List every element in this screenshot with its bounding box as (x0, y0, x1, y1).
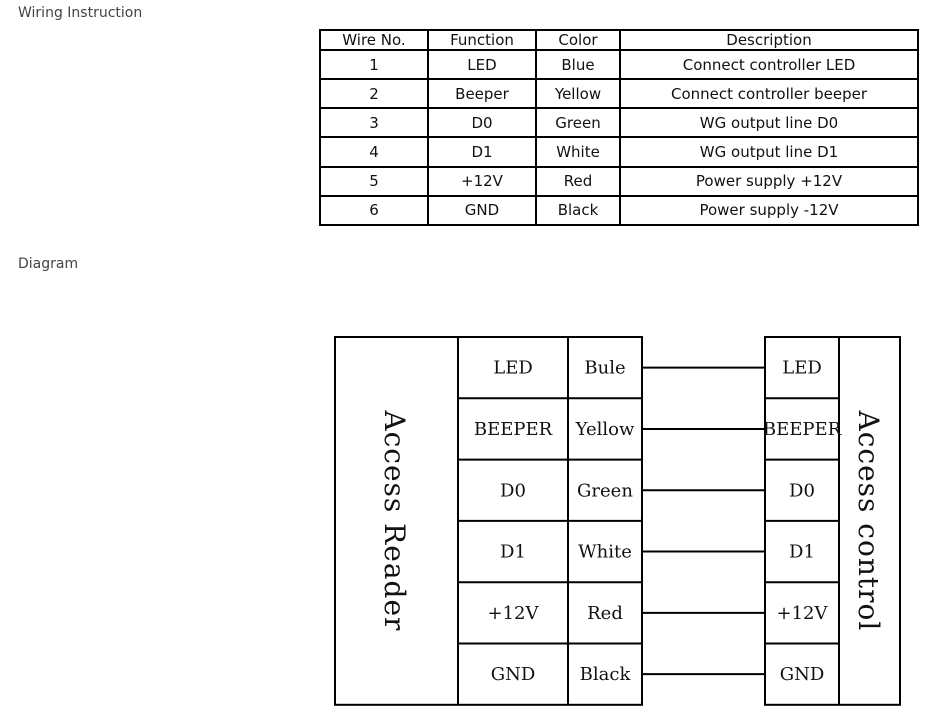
cell-wire-no: 4 (319, 136, 429, 168)
cell-function: GND (427, 194, 537, 227)
cell-function: D1 (427, 136, 537, 168)
cell-description: Power supply +12V (619, 165, 919, 197)
wire-color-label: White (578, 542, 632, 563)
table-row: 2 Beeper Yellow Connect controller beepe… (319, 78, 919, 110)
reader-function-label: +12V (488, 603, 540, 624)
cell-function: +12V (427, 165, 537, 197)
table-row: 4 D1 White WG output line D1 (319, 136, 919, 168)
access-reader-label: Access Reader (378, 409, 411, 631)
cell-description: Connect controller beeper (619, 78, 919, 110)
reader-function-label: D1 (500, 542, 526, 563)
header-wire-no: Wire No. (319, 29, 429, 51)
wire-color-label: Red (587, 603, 623, 624)
controller-terminal-label: GND (780, 664, 825, 685)
cell-color: Green (535, 107, 621, 139)
cell-description: Power supply -12V (619, 194, 919, 227)
table-row: 3 D0 Green WG output line D0 (319, 107, 919, 139)
cell-color: Yellow (535, 78, 621, 110)
controller-terminal-label: BEEPER (763, 419, 842, 440)
wire-color-label: Yellow (575, 419, 635, 440)
cell-color: Blue (535, 48, 621, 81)
header-description: Description (619, 29, 919, 51)
table-header-row: Wire No. Function Color Description (319, 29, 919, 51)
cell-wire-no: 1 (319, 48, 429, 81)
cell-description: WG output line D1 (619, 136, 919, 168)
wiring-instruction-heading: Wiring Instruction (18, 5, 143, 21)
access-control-label: Access control (852, 409, 885, 631)
cell-wire-no: 5 (319, 165, 429, 197)
controller-terminal-label: LED (782, 358, 822, 379)
controller-terminal-label: D0 (789, 480, 815, 501)
reader-function-label: D0 (500, 480, 526, 501)
wire-color-label: Green (577, 480, 633, 501)
header-color: Color (535, 29, 621, 51)
table-row: 5 +12V Red Power supply +12V (319, 165, 919, 197)
cell-description: Connect controller LED (619, 48, 919, 81)
controller-terminal-label: D1 (789, 542, 815, 563)
cell-function: D0 (427, 107, 537, 139)
reader-function-label: LED (493, 358, 533, 379)
cell-function: LED (427, 48, 537, 81)
cell-wire-no: 2 (319, 78, 429, 110)
cell-wire-no: 3 (319, 107, 429, 139)
header-function: Function (427, 29, 537, 51)
cell-color: Black (535, 194, 621, 227)
controller-terminal-label: +12V (777, 603, 829, 624)
cell-color: White (535, 136, 621, 168)
diagram-heading: Diagram (18, 256, 79, 272)
cell-wire-no: 6 (319, 194, 429, 227)
wire-color-label: Black (580, 664, 632, 685)
cell-description: WG output line D0 (619, 107, 919, 139)
wiring-table: Wire No. Function Color Description 1 LE… (319, 29, 919, 227)
reader-function-label: BEEPER (474, 419, 553, 440)
cell-color: Red (535, 165, 621, 197)
reader-function-label: GND (491, 664, 536, 685)
table-row: 6 GND Black Power supply -12V (319, 194, 919, 227)
table-row: 1 LED Blue Connect controller LED (319, 48, 919, 81)
wire-color-label: Bule (584, 358, 625, 379)
cell-function: Beeper (427, 78, 537, 110)
